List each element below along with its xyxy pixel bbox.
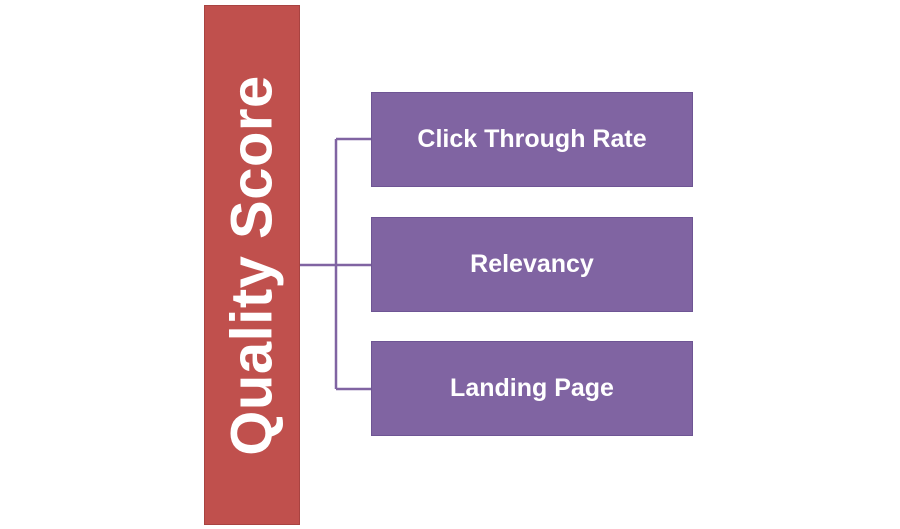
landing-page-label: Landing Page [450,374,614,402]
click-through-rate-label: Click Through Rate [417,125,647,153]
quality-score-node: Quality Score [204,5,300,525]
relevancy-node: Relevancy [371,217,693,312]
click-through-rate-node: Click Through Rate [371,92,693,187]
relevancy-label: Relevancy [470,250,594,278]
landing-page-node: Landing Page [371,341,693,436]
quality-score-label: Quality Score [219,74,285,456]
